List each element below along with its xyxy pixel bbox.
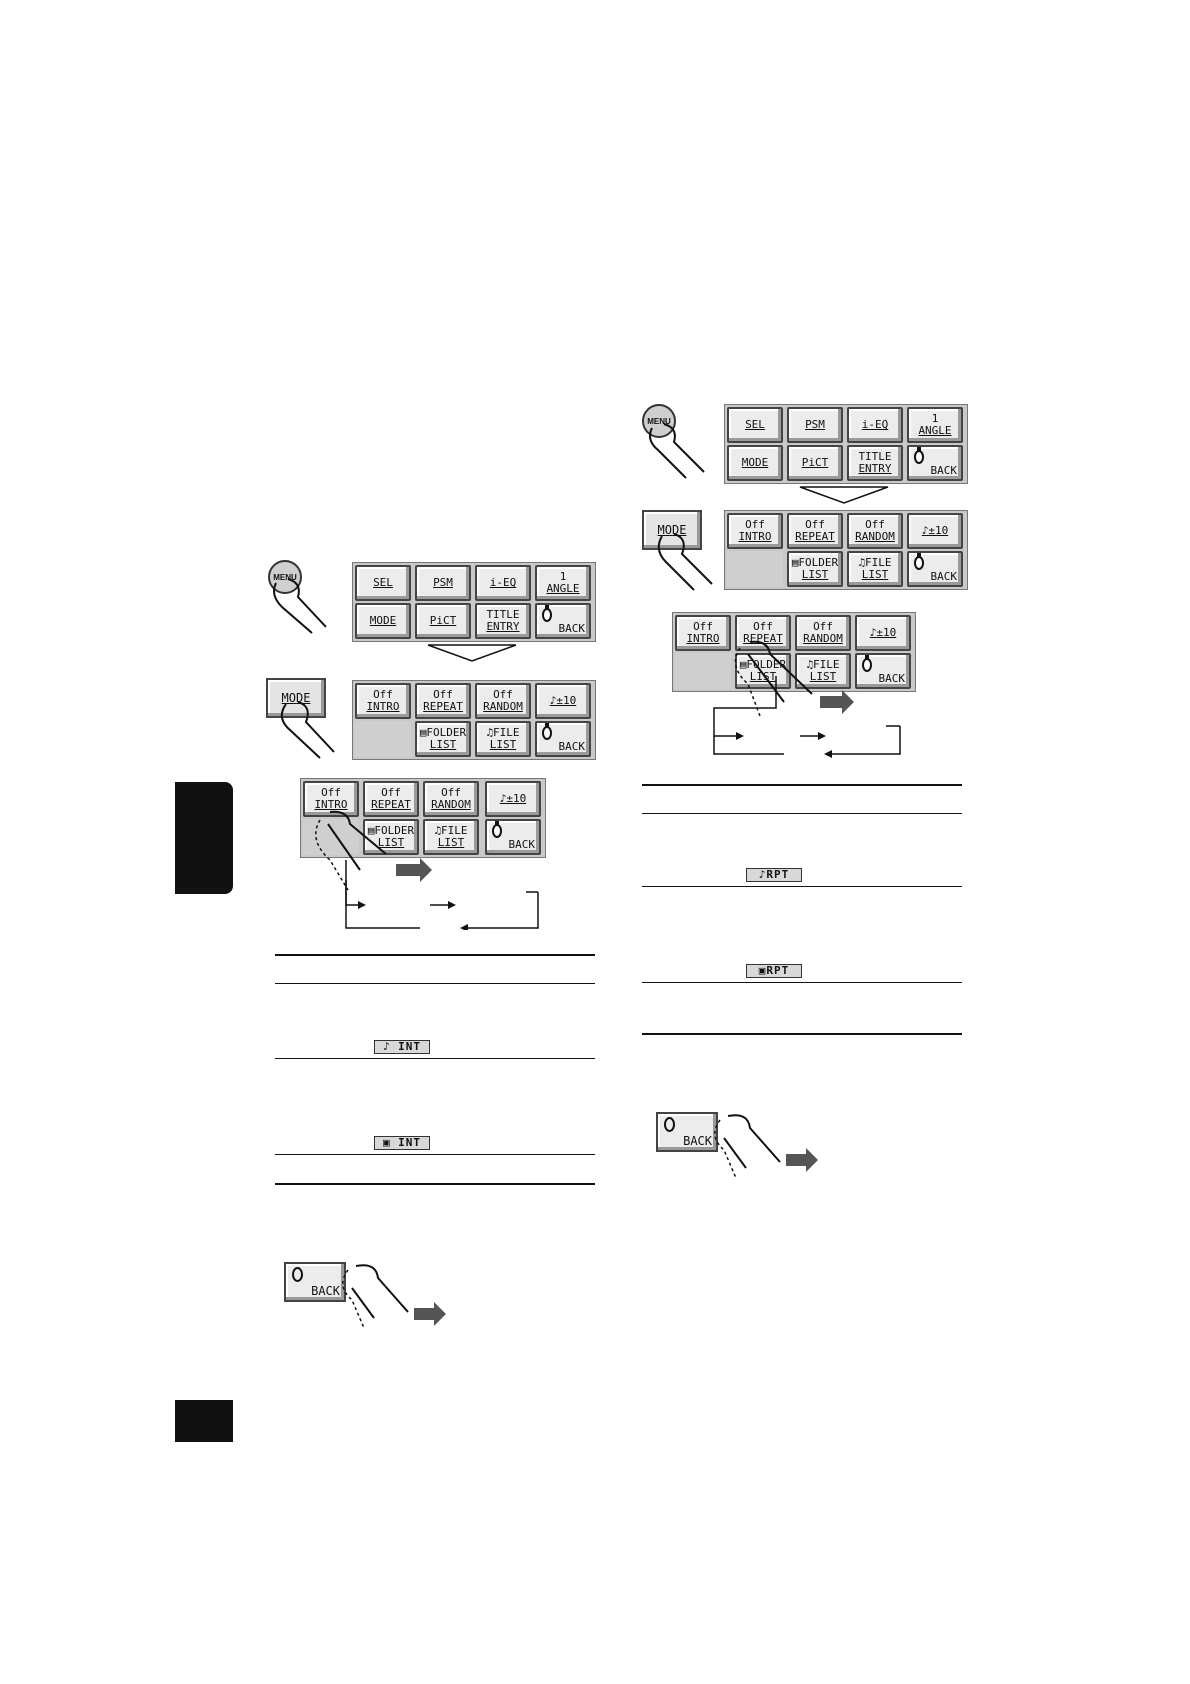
back-button[interactable]: BACK: [485, 819, 541, 855]
section-tab: [175, 782, 233, 894]
back-label: BACK: [683, 1134, 712, 1148]
down-arrow-icon: [427, 644, 517, 662]
table-rule: [642, 784, 962, 786]
back-knob-icon: [664, 1117, 675, 1132]
back-button[interactable]: BACK: [535, 721, 591, 757]
back-button[interactable]: BACK: [656, 1112, 718, 1152]
song-intro-indicator: ♪ INT: [374, 1040, 430, 1054]
table-rule: [642, 886, 962, 887]
table-rule: [275, 954, 595, 956]
empty-slot: [355, 721, 411, 757]
down-arrow-icon: [799, 486, 889, 504]
repeat-cycle-diagram: [713, 640, 901, 758]
back-button[interactable]: BACK: [284, 1262, 346, 1302]
mode-button[interactable]: MODE: [266, 678, 326, 718]
back-knob-icon: [542, 605, 552, 622]
back-label: BACK: [311, 1284, 340, 1298]
menu-button-label: MENU: [273, 572, 297, 582]
ieq-button[interactable]: i-EQ: [847, 407, 903, 443]
skip10-button[interactable]: ♪±10: [535, 683, 591, 719]
skip10-button[interactable]: ♪±10: [855, 615, 911, 651]
skip10-button[interactable]: ♪±10: [485, 781, 541, 817]
psm-button[interactable]: PSM: [415, 565, 471, 601]
table-rule: [275, 983, 595, 984]
back-knob-icon: [862, 655, 872, 672]
pict-button[interactable]: PiCT: [787, 445, 843, 481]
menu-button[interactable]: MENU: [642, 404, 676, 438]
back-button[interactable]: BACK: [855, 653, 911, 689]
mode-button[interactable]: MODE: [642, 510, 702, 550]
menu-button-label: MENU: [647, 416, 671, 426]
back-button[interactable]: BACK: [535, 603, 591, 639]
finger-icon: [273, 578, 327, 634]
sel-button[interactable]: SEL: [355, 565, 411, 601]
table-rule: [642, 813, 962, 814]
skip10-button[interactable]: ♪±10: [907, 513, 963, 549]
back-knob-icon: [542, 723, 552, 740]
mode-button-label: MODE: [657, 523, 687, 537]
back-knob-icon: [492, 821, 502, 838]
pict-button[interactable]: PiCT: [415, 603, 471, 639]
finger-icon: [657, 533, 713, 591]
psm-button[interactable]: PSM: [787, 407, 843, 443]
table-rule: [275, 1058, 595, 1059]
back-knob-icon: [914, 553, 924, 570]
finger-icon: [649, 423, 705, 479]
back-knob-icon: [292, 1267, 303, 1282]
table-rule: [642, 982, 962, 983]
folder-repeat-indicator: ▣RPT: [746, 964, 802, 978]
folder-intro-indicator: ▣ INT: [374, 1136, 430, 1150]
table-rule: [642, 1033, 962, 1035]
song-repeat-indicator: ♪RPT: [746, 868, 802, 882]
mode-button-label: MODE: [281, 691, 311, 705]
intro-cycle-diagram: [315, 810, 539, 930]
back-knob-icon: [914, 447, 924, 464]
back-button[interactable]: BACK: [907, 551, 963, 587]
sel-button[interactable]: SEL: [727, 407, 783, 443]
empty-slot: [727, 551, 783, 587]
table-rule: [275, 1154, 595, 1155]
ieq-button[interactable]: i-EQ: [475, 565, 531, 601]
finger-icon: [280, 701, 335, 759]
page-number-box: [175, 1400, 233, 1442]
press-finger-icon: [714, 1114, 818, 1179]
table-rule: [275, 1183, 595, 1185]
empty-slot: [675, 653, 731, 689]
mode-menu-button[interactable]: MODE: [727, 445, 783, 481]
back-button[interactable]: BACK: [907, 445, 963, 481]
mode-menu-button[interactable]: MODE: [355, 603, 411, 639]
press-finger-icon: [342, 1264, 446, 1329]
